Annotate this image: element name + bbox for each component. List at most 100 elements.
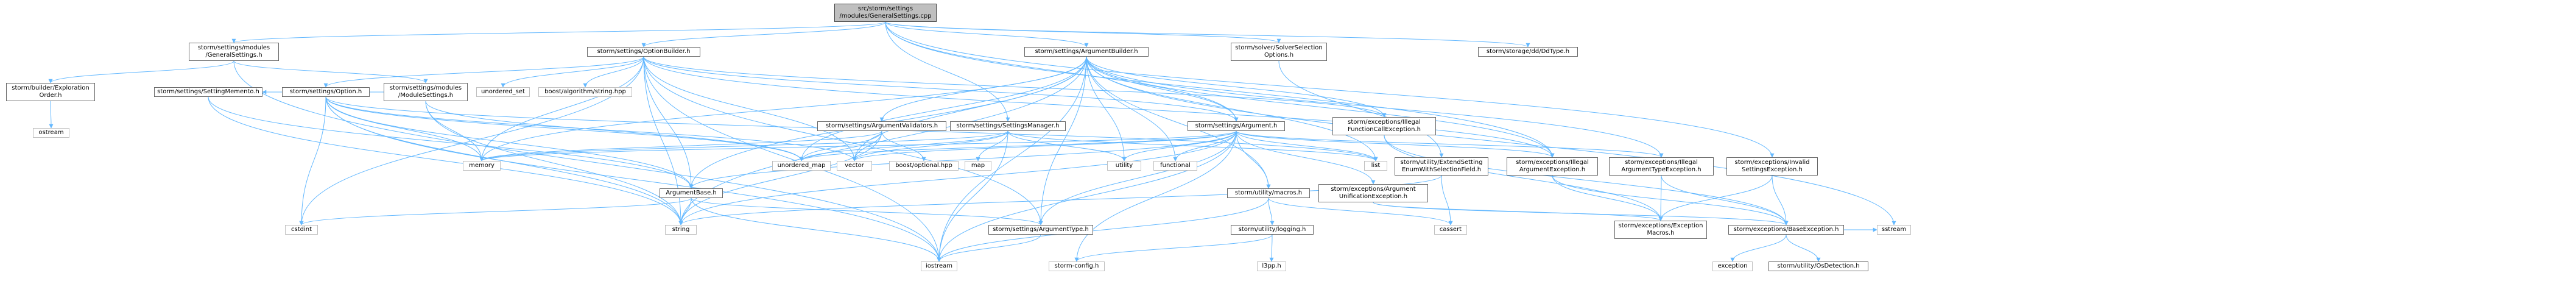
edge-arg-to-exiae — [1236, 130, 1555, 158]
node-argumentvalidators-h[interactable]: storm/settings/ArgumentValidators.h — [817, 121, 946, 131]
node-label: storm/settings/OptionBuilder.h — [597, 48, 691, 55]
edge-argb-to-sstream — [1086, 56, 1896, 226]
node-invalidsettingsexception-h[interactable]: storm/exceptions/Invalid SettingsExcepti… — [1726, 157, 1818, 176]
node-illegalargumentexception-h[interactable]: storm/exceptions/Illegal ArgumentExcepti… — [1507, 157, 1598, 176]
node-label: boost/algorithm/string.hpp — [544, 88, 626, 95]
node-sstream: sstream — [1877, 225, 1911, 235]
edge-macros-to-iostream — [937, 197, 1269, 262]
edge-argval-to-memory — [479, 130, 882, 162]
node-argumentbase-h[interactable]: ArgumentBase.h — [660, 188, 723, 198]
node-label: map — [971, 162, 985, 169]
node-map: map — [965, 161, 991, 171]
edge-argb-to-exiate — [1086, 56, 1664, 158]
node-argumentunificationexception-h[interactable]: storm/exceptions/Argument UnificationExc… — [1318, 184, 1428, 202]
edge-arg-to-argtype — [1038, 130, 1237, 226]
node-label: storm/utility/macros.h — [1234, 190, 1303, 196]
node-label: storm/settings/modules /ModuleSettings.h — [389, 85, 462, 99]
node-unordered-set: unordered_set — [476, 87, 530, 97]
node-argumentbuilder-h[interactable]: storm/settings/ArgumentBuilder.h — [1024, 47, 1149, 57]
node-label: storm/exceptions/Exception Macros.h — [1618, 222, 1703, 236]
node-memory: memory — [463, 161, 501, 171]
edge-root-to-argb — [885, 21, 1089, 48]
edge-setmgr-to-iostream — [937, 130, 1008, 262]
node-explorationorder-h[interactable]: storm/builder/Exploration Order.h — [6, 83, 95, 101]
node-storm-config: storm-config.h — [1049, 261, 1105, 271]
node-cstdint: cstdint — [285, 225, 318, 235]
node-label: src/storm/settings /modules/GeneralSetti… — [839, 5, 932, 20]
node-functional: functional — [1153, 161, 1197, 171]
node-ostream: ostream — [33, 128, 69, 138]
node-exception: exception — [1712, 261, 1753, 271]
node-label: memory — [469, 162, 494, 169]
edge-option-to-argbase — [325, 96, 694, 189]
node-solverselectionoptions-h[interactable]: storm/solver/SolverSelection Options.h — [1231, 43, 1327, 61]
edge-argbase-to-argtype — [691, 197, 1043, 226]
node-label: storm/settings/modules /GeneralSettings.… — [197, 44, 270, 59]
edge-argval-to-string — [678, 130, 882, 226]
edge-optb-to-argtype — [643, 56, 1043, 226]
edge-setmgr-to-vector — [852, 130, 1008, 162]
edge-modgs-to-bexp — [48, 60, 234, 84]
edge-optb-to-option — [323, 56, 644, 88]
node-optionbuilder-h[interactable]: storm/settings/OptionBuilder.h — [587, 47, 700, 57]
node-illegalargumenttypeexception-h[interactable]: storm/exceptions/Illegal ArgumentTypeExc… — [1609, 157, 1714, 176]
node-label: iostream — [926, 263, 952, 269]
node-ddtype-h[interactable]: storm/storage/dd/DdType.h — [1478, 47, 1578, 57]
node-argument-h[interactable]: storm/settings/Argument.h — [1188, 121, 1285, 131]
node-extendsettingenum-h[interactable]: storm/utility/ExtendSetting EnumWithSele… — [1395, 157, 1488, 176]
edge-arg-to-memory — [479, 130, 1237, 162]
node-logging-h[interactable]: storm/utility/logging.h — [1231, 225, 1314, 235]
node-label: storm/utility/ExtendSetting EnumWithSele… — [1400, 159, 1483, 173]
edge-exiae-to-exmacros — [1552, 175, 1663, 221]
node-illegalfunctioncallexception-h[interactable]: storm/exceptions/Illegal FunctionCallExc… — [1332, 117, 1436, 135]
node-label: storm/settings/ArgumentValidators.h — [825, 123, 938, 129]
node-l3pp: l3pp.h — [1257, 261, 1286, 271]
node-settingsmanager-h[interactable]: storm/settings/SettingsManager.h — [950, 121, 1066, 131]
node-root-generalsettings-cpp: src/storm/settings /modules/GeneralSetti… — [834, 4, 937, 22]
node-label: storm/utility/OsDetection.h — [1777, 263, 1860, 269]
node-exceptionmacros-h[interactable]: storm/exceptions/Exception Macros.h — [1614, 221, 1707, 239]
edge-optb-to-string — [643, 56, 683, 226]
edge-optb-to-exfce — [643, 56, 1387, 118]
node-osdetection-h[interactable]: storm/utility/OsDetection.h — [1768, 261, 1868, 271]
node-modulesettings-h[interactable]: storm/settings/modules /ModuleSettings.h — [384, 83, 468, 101]
node-macros-h[interactable]: storm/utility/macros.h — [1227, 188, 1310, 198]
node-boost-algorithm-string: boost/algorithm/string.hpp — [538, 87, 632, 97]
node-label: storm/builder/Exploration Order.h — [12, 85, 90, 99]
node-option-h[interactable]: storm/settings/Option.h — [282, 87, 370, 97]
node-settingmemento-h[interactable]: storm/settings/SettingMemento.h — [154, 87, 262, 97]
node-argumenttype-h[interactable]: storm/settings/ArgumentType.h — [988, 225, 1093, 235]
edge-setmgr-to-list — [1007, 130, 1378, 162]
node-label: storm/exceptions/Illegal FunctionCallExc… — [1348, 119, 1421, 133]
edge-baseexc-to-osdet — [1786, 234, 1821, 262]
node-label: unordered_set — [481, 88, 525, 95]
node-label: storm/exceptions/Illegal ArgumentTypeExc… — [1621, 159, 1701, 173]
edge-argbase-to-iostream — [691, 197, 941, 262]
node-modules-generalsettings-h[interactable]: storm/settings/modules /GeneralSettings.… — [189, 43, 279, 61]
edge-modset-to-umap — [425, 101, 804, 162]
edge-arg-to-vector — [852, 130, 1237, 162]
node-unordered-map: unordered_map — [772, 161, 831, 171]
edge-exiate-to-baseexc — [1661, 175, 1789, 226]
edge-arg-to-list — [1236, 130, 1378, 162]
node-label: vector — [845, 162, 864, 169]
edge-optb-to-iostream — [643, 56, 941, 262]
node-label: storm/settings/ArgumentType.h — [993, 226, 1089, 233]
edge-extsel-to-cassert — [1441, 175, 1453, 226]
edge-setmem-to-string — [208, 96, 683, 226]
edge-setmem-to-argbase — [208, 96, 694, 189]
edge-argbase-to-string — [678, 197, 692, 226]
node-label: storm/exceptions/Invalid SettingsExcepti… — [1734, 159, 1810, 173]
node-label: storm/utility/logging.h — [1238, 226, 1306, 233]
edge-option-to-memory — [325, 96, 484, 162]
node-baseexception-h[interactable]: storm/exceptions/BaseException.h — [1728, 225, 1844, 235]
node-label: exception — [1717, 263, 1748, 269]
edge-logging-to-stormcfg — [1074, 234, 1273, 262]
node-label: storm/exceptions/BaseException.h — [1733, 226, 1839, 233]
edge-arg-to-exaue — [1236, 130, 1376, 185]
edge-arg-to-umap — [799, 130, 1237, 162]
node-label: storm/settings/ArgumentBuilder.h — [1035, 48, 1138, 55]
edge-exiae-to-baseexc — [1552, 175, 1789, 226]
node-utility: utility — [1107, 161, 1141, 171]
